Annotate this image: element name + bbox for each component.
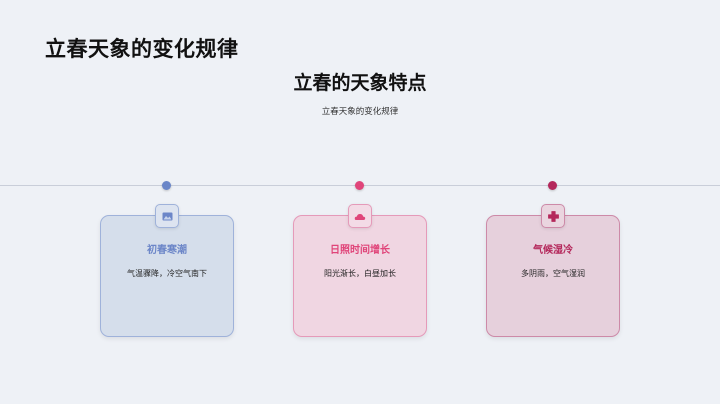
card-icon-box xyxy=(348,204,372,228)
card-title: 日照时间增长 xyxy=(330,245,390,256)
card-icon-box xyxy=(541,204,565,228)
card-cold-wave: 初春寒潮 气温骤降，冷空气南下 xyxy=(100,215,234,337)
card-description: 多阴雨，空气湿润 xyxy=(521,269,585,278)
slide-title: 立春天象的变化规律 xyxy=(45,37,239,61)
timeline-dot-1 xyxy=(162,181,171,190)
timeline-dot-3 xyxy=(548,181,557,190)
sun-cloud-icon xyxy=(354,213,366,220)
card-icon-box xyxy=(155,204,179,228)
card-description: 阳光渐长，白昼加长 xyxy=(324,269,396,278)
image-icon xyxy=(162,212,172,220)
section-subtitle: 立春天象的变化规律 xyxy=(321,107,399,117)
section-title: 立春的天象特点 xyxy=(293,72,427,94)
card-damp-cold: 气候湿冷 多阴雨，空气湿润 xyxy=(486,215,620,337)
timeline-dot-2 xyxy=(355,181,364,190)
card-title: 初春寒潮 xyxy=(147,245,187,256)
medical-cross-icon xyxy=(547,210,559,222)
card-daylight-longer: 日照时间增长 阳光渐长，白昼加长 xyxy=(293,215,427,337)
card-title: 气候湿冷 xyxy=(533,245,573,256)
card-description: 气温骤降，冷空气南下 xyxy=(127,269,207,278)
